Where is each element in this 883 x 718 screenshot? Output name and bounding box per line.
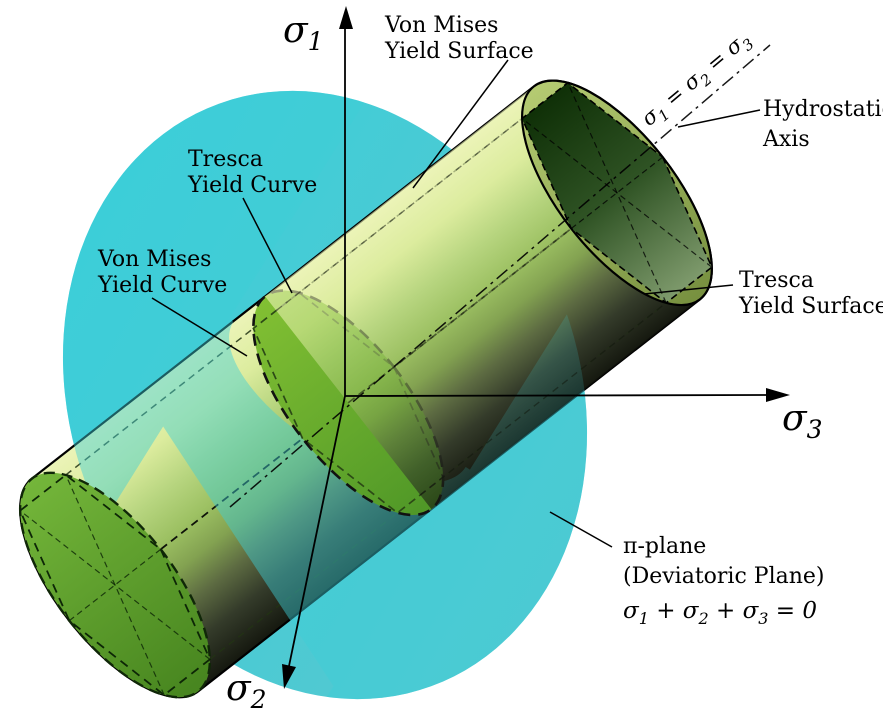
label-pi-plane-1: π-plane <box>623 534 706 559</box>
tresca-prism-edge-top-front <box>275 82 569 312</box>
right-end-cap <box>521 79 713 307</box>
label-tresca-yield-curve-1: Tresca <box>188 147 263 172</box>
sigma2-arrowhead <box>282 664 296 689</box>
sigma3-arrowhead <box>766 388 790 402</box>
sigma1-arrowhead <box>339 6 353 29</box>
label-tresca-yield-surface-2: Yield Surface <box>738 294 883 319</box>
label-von-mises-yield-surface-1: Von Mises <box>384 13 498 38</box>
sigma1-axis-label: σ1 <box>283 10 323 56</box>
sigma3-axis-label: σ3 <box>782 398 822 444</box>
sigma3-axis-line <box>344 394 769 397</box>
right-cap-diagonal-3 <box>567 82 667 304</box>
leader-hydrostatic-axis <box>677 109 761 128</box>
label-tresca-yield-curve-2: Yield Curve <box>187 173 317 198</box>
left-cap-diagonal-3 <box>65 474 165 696</box>
tresca-prism-edge-bottom-front <box>419 266 713 496</box>
label-hydrostatic-axis-1: Hydrostatic <box>763 97 883 122</box>
label-hydrostatic-axis-2: Axis <box>762 127 810 152</box>
hydrostatic-equation-label: σ1 = σ2 = σ3 <box>637 27 758 135</box>
leader-tresca-curve <box>242 197 293 294</box>
axes <box>282 6 790 689</box>
leader-von-mises-curve <box>151 297 248 357</box>
sigma2-axis-line <box>288 395 346 667</box>
sigma2-axis-label: σ2 <box>226 668 266 714</box>
pi-plane-equation: σ1 + σ2 + σ3 = 0 <box>623 598 817 628</box>
label-von-mises-yield-curve-2: Yield Curve <box>97 273 227 298</box>
hydrostatic-axis-line <box>229 44 771 508</box>
label-von-mises-yield-surface-2: Yield Surface <box>384 39 534 64</box>
label-pi-plane-2: (Deviatoric Plane) <box>623 564 825 589</box>
left-end-cap <box>18 471 212 699</box>
leader-tresca-surface <box>643 284 734 295</box>
label-tresca-yield-surface-1: Tresca <box>739 268 814 293</box>
label-von-mises-yield-curve-1: Von Mises <box>97 247 211 272</box>
leader-von-mises-surface <box>412 59 509 189</box>
leader-pi-plane <box>549 511 613 548</box>
